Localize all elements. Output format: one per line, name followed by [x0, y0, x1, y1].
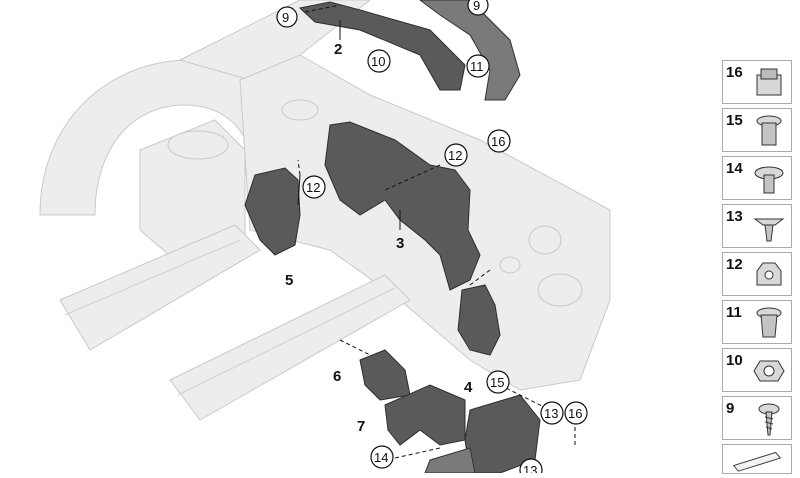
svg-text:11: 11	[470, 59, 484, 74]
callout-10: 10	[367, 49, 391, 73]
callout-9-top-left: 9	[276, 6, 298, 28]
callout-16-b: 16	[564, 401, 588, 425]
expanding-nut-icon	[756, 307, 782, 338]
callout-14: 14	[370, 445, 394, 469]
svg-text:9: 9	[282, 10, 289, 25]
part-label-3: 3	[396, 235, 404, 252]
callout-16-a: 16	[487, 129, 511, 153]
part-label-2: 2	[334, 41, 342, 58]
tapping-screw-icon	[758, 403, 780, 436]
hex-nut-icon	[753, 360, 785, 382]
push-rivet-icon	[753, 218, 785, 242]
callout-13: 13	[540, 401, 564, 425]
flange-rivet-icon	[754, 166, 784, 194]
legend-arrow-cell	[722, 444, 792, 474]
part-2-cowl-rail	[298, 0, 521, 101]
svg-text:10: 10	[371, 54, 385, 69]
legend-item-9: 9	[722, 396, 792, 440]
lower-bracket	[424, 394, 541, 473]
svg-text:12: 12	[306, 180, 320, 195]
part-label-5: 5	[285, 272, 293, 289]
arrow-icon	[732, 451, 782, 472]
callout-12-b: 12	[302, 175, 326, 199]
svg-text:16: 16	[491, 134, 505, 149]
clip-nut-icon	[756, 262, 782, 286]
part-4-lower-insulation	[457, 284, 501, 356]
callout-13-bottom: 13	[519, 458, 543, 473]
legend-item-13: 13	[722, 204, 792, 248]
svg-text:13: 13	[523, 463, 537, 473]
part-labels: 2 3 4 5 6 7	[285, 41, 473, 435]
legend-item-16: 16	[722, 60, 792, 104]
part-label-4: 4	[464, 379, 473, 396]
svg-text:14: 14	[374, 450, 388, 465]
svg-text:16: 16	[568, 406, 582, 421]
svg-text:9: 9	[473, 0, 480, 13]
part-5-side-insulation	[244, 167, 301, 256]
callouts: 9 9 10 11 12 12 13 14 15 16 16 13	[276, 0, 588, 473]
part-3-firewall-insulation	[324, 121, 481, 291]
callout-11: 11	[466, 54, 490, 78]
expanding-rivet-icon	[756, 115, 782, 146]
legend-item-11: 11	[722, 300, 792, 344]
part-label-6: 6	[333, 368, 341, 385]
body-structure-ghost	[39, 0, 611, 421]
part-label-7: 7	[357, 418, 365, 435]
legend-item-12: 12	[722, 252, 792, 296]
svg-text:13: 13	[544, 406, 558, 421]
callout-15: 15	[486, 370, 510, 394]
part-6-bracket	[359, 349, 411, 401]
leader-lines	[297, 4, 576, 459]
svg-text:15: 15	[490, 375, 504, 390]
legend-item-14: 14	[722, 156, 792, 200]
plastic-nut-icon	[756, 68, 782, 96]
part-7-bracket	[384, 384, 466, 446]
callout-12-a: 12	[444, 143, 468, 167]
legend-item-15: 15	[722, 108, 792, 152]
callout-9-top-right: 9	[467, 0, 489, 16]
legend-item-10: 10	[722, 348, 792, 392]
svg-text:12: 12	[448, 148, 462, 163]
